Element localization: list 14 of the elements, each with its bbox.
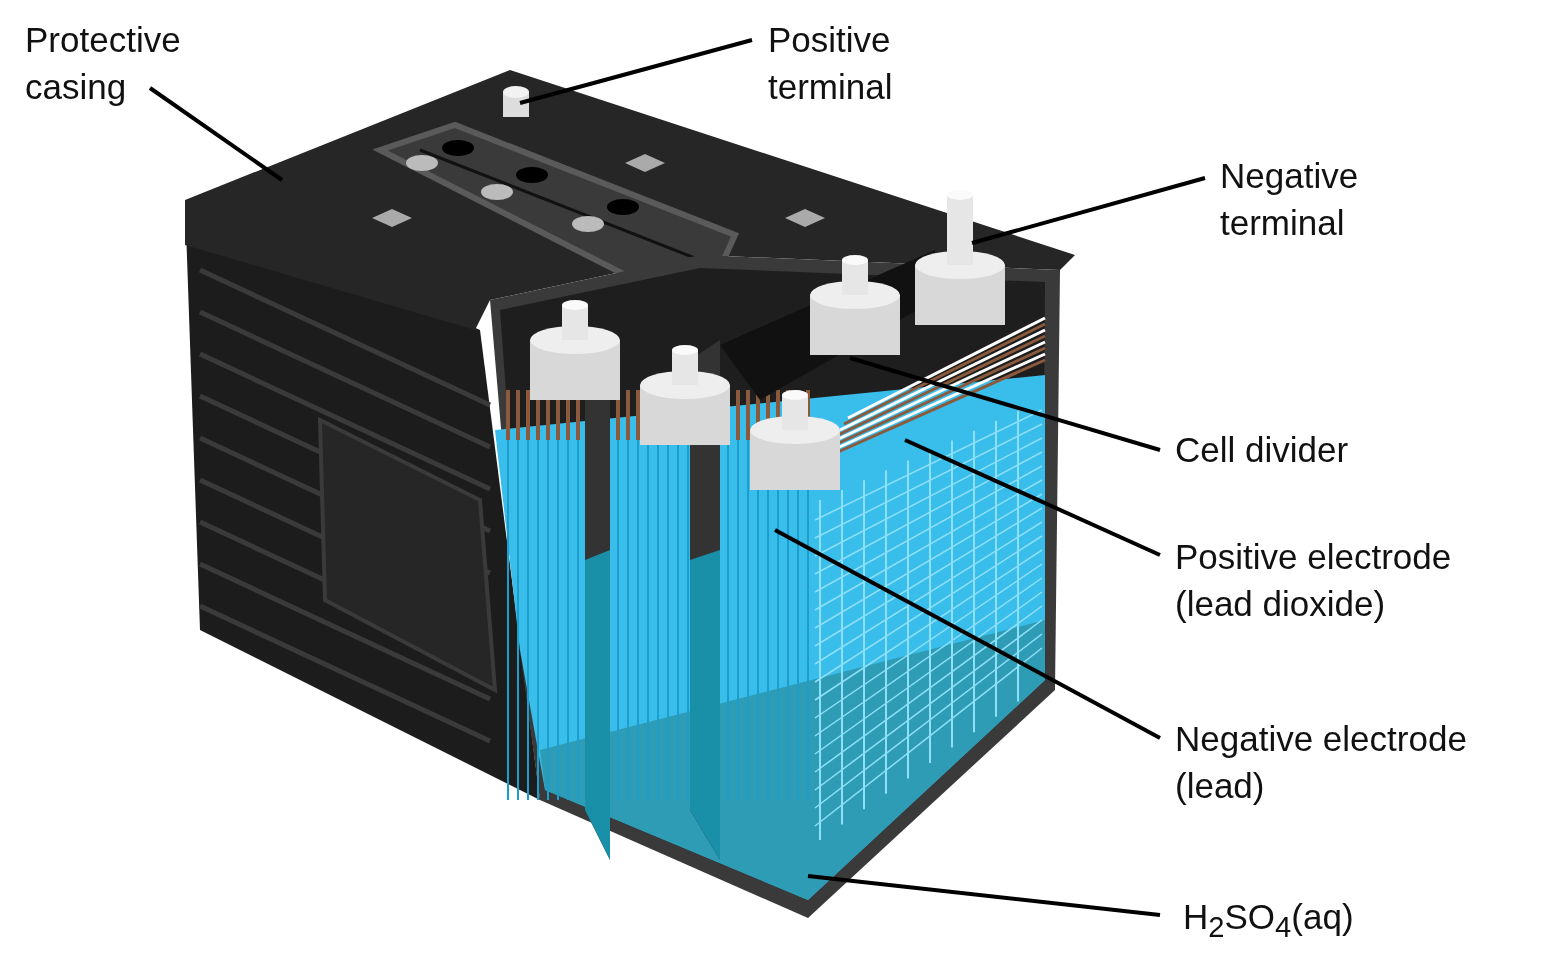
leader-line (148, 86, 284, 182)
leader-line (774, 528, 1161, 740)
part-label: Negative electrode (lead) (1175, 715, 1520, 809)
part-label: Positive terminal (768, 16, 948, 110)
leader-line (807, 874, 1161, 917)
part-label: Cell divider (1175, 426, 1475, 473)
part-label: Positive electrode (lead dioxide) (1175, 533, 1505, 627)
part-label: H$_{2}$SO$_{4}$(aq) (1183, 893, 1443, 951)
part-label: Negative terminal (1220, 152, 1410, 246)
leader-line (519, 38, 753, 105)
leader-line (849, 356, 1161, 452)
leader-line (904, 438, 1161, 557)
leader-line (971, 176, 1206, 245)
part-label: Protective casing (25, 16, 215, 110)
